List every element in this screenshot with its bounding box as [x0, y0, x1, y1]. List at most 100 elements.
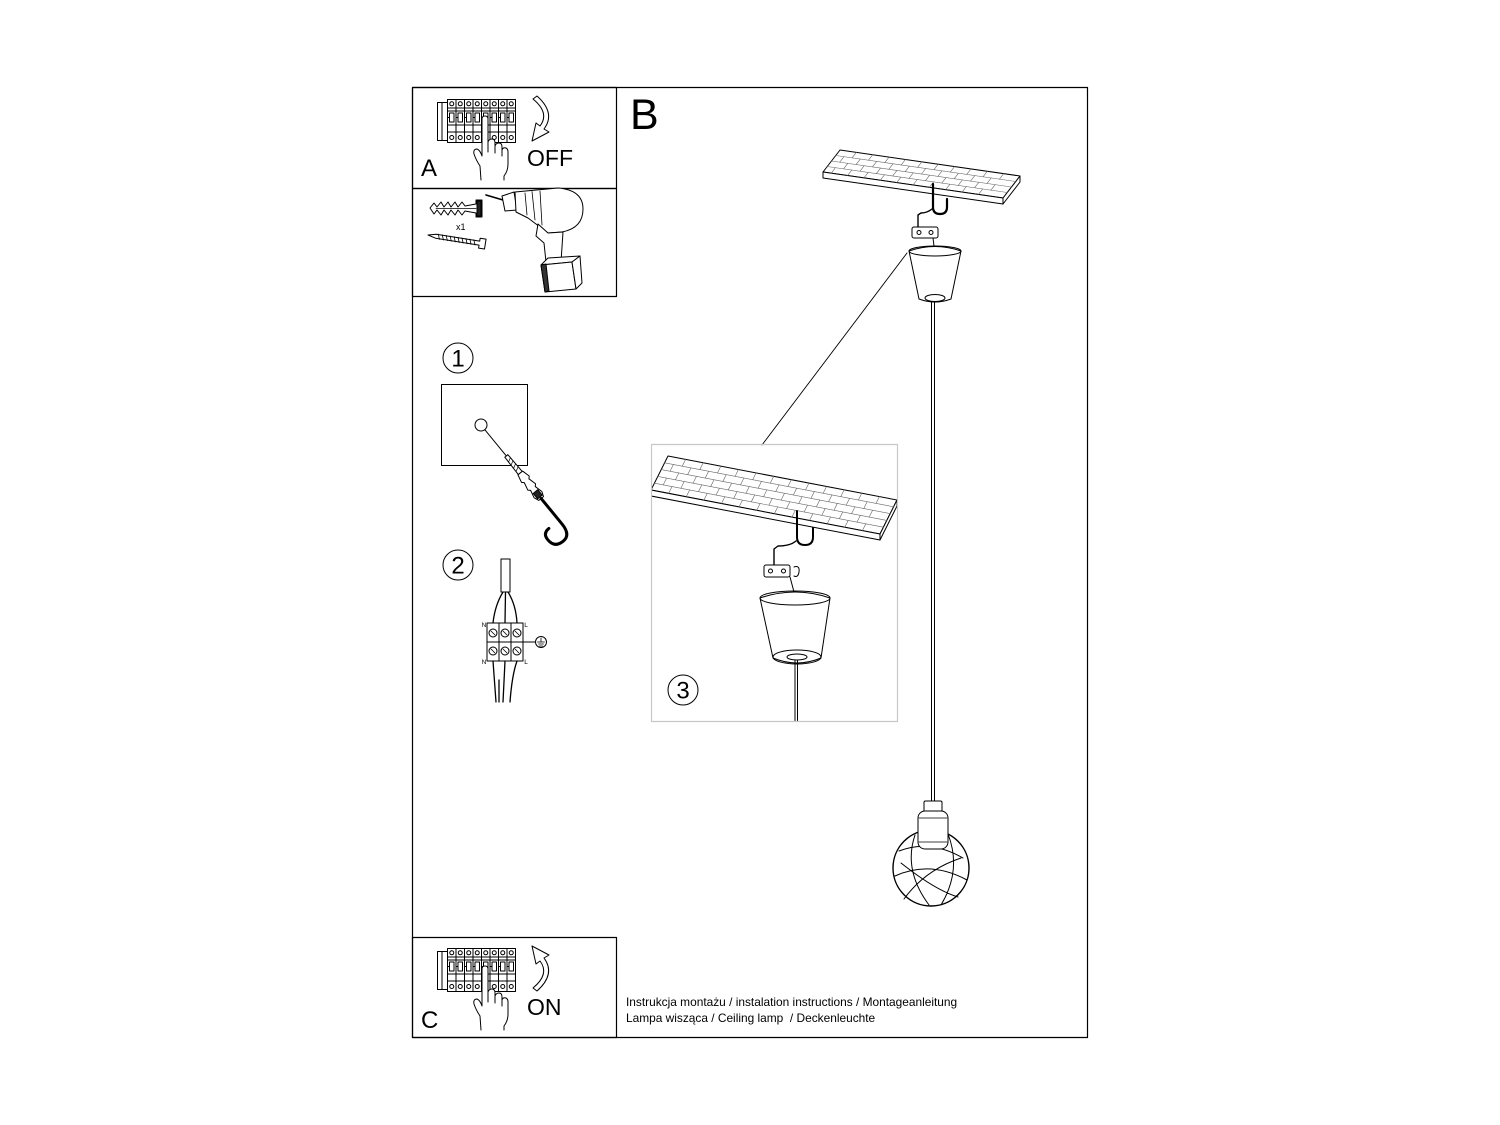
terminal-label-top-left: N: [482, 622, 487, 629]
brick-joint-line: [990, 184, 996, 191]
ground-symbol-icon: [522, 636, 547, 648]
brick-joint-line: [839, 156, 845, 163]
drill-bit: [485, 194, 504, 201]
inset-frame: [650, 443, 899, 723]
terminal-screw: [488, 628, 498, 638]
brick-joint-line: [904, 165, 910, 172]
brick-joint-line: [999, 173, 1004, 180]
brick-joint-line: [937, 170, 943, 177]
terminal-screw-slots: [490, 630, 520, 654]
brick-joint-line: [868, 154, 874, 161]
brick-joint-line: [868, 509, 873, 518]
brick-joint-line: [884, 156, 890, 163]
cable-clamp: [911, 226, 939, 239]
ceiling-plate-detail: [652, 455, 897, 541]
brick-joint-line: [752, 472, 757, 481]
terminal-screw: [500, 646, 510, 656]
ceiling-canopy-icon: [759, 590, 831, 665]
ceiling-canopy-icon: [908, 245, 962, 303]
curved-arrow-down-icon: [531, 95, 550, 142]
ceiling-plate-side: [879, 499, 897, 541]
brick-joint-line: [740, 477, 745, 486]
brick-joint-line: [844, 520, 849, 528]
brick-joint-line: [763, 489, 768, 498]
mounting-guide-line: [484, 429, 507, 457]
brick-joint-line: [750, 494, 755, 503]
brick-joint-line: [822, 486, 827, 494]
lamp-wires: [492, 660, 518, 703]
brick-joint-line: [699, 462, 704, 470]
terminal-screw: [488, 646, 498, 656]
brick-joint-line: [851, 506, 856, 514]
curved-arrow-up-icon: [531, 945, 550, 992]
brick-joint-line: [668, 486, 673, 494]
brick-joint-line: [768, 498, 773, 506]
main-pendant-illustration: [761, 149, 1021, 907]
brick-joint-line: [791, 509, 796, 518]
brick-joint-line: [698, 484, 703, 492]
section-c-label: C: [421, 1007, 439, 1034]
brick-joint-line: [892, 170, 898, 177]
brick-joint-line: [774, 506, 779, 514]
brick-joint-line: [949, 166, 955, 173]
brick-joint-line: [862, 523, 867, 531]
brick-joint-line: [798, 496, 803, 504]
brick-joint-line: [875, 496, 880, 504]
brick-joint-line: [953, 172, 959, 180]
brick-joint-line: [662, 477, 667, 486]
wall-plug-collar: [532, 489, 543, 500]
anchor-quantity: x1: [456, 222, 466, 232]
socket-rings: [918, 817, 948, 843]
supply-wires: [492, 591, 518, 624]
ceiling-plate-main: [822, 149, 1021, 205]
brick-joint-line: [900, 159, 906, 166]
canopy-top-rim: [759, 590, 831, 606]
breaker-panel-icon: [437, 948, 516, 992]
section-a-label: A: [421, 155, 438, 182]
brick-joint-line: [680, 481, 685, 489]
terminal-screw: [512, 646, 522, 656]
ceiling-plate-brick-pattern: [654, 459, 894, 531]
brick-joint-line: [859, 165, 865, 172]
brick-joint-line: [912, 179, 918, 186]
terminal-label-top-right: L: [524, 622, 528, 629]
pendant-cable: [931, 301, 935, 804]
power-off-label: OFF: [527, 145, 573, 171]
brick-joint-line: [828, 494, 833, 503]
breaker-panel-icon: [437, 99, 516, 143]
ceiling-hook-icon: [796, 510, 814, 546]
step-3-number: 3: [676, 678, 689, 705]
clamp-screw: [916, 230, 922, 235]
brick-joint-line: [855, 158, 861, 165]
step-2-badge: [442, 549, 474, 581]
canopy-cord: [932, 237, 935, 247]
brick-joint-line: [687, 467, 692, 475]
lamp-socket-icon: [917, 800, 949, 850]
box-c-frame: [411, 936, 618, 1039]
brick-joint-line: [908, 172, 914, 179]
brick-joint-line: [921, 168, 927, 175]
brick-joint-line: [787, 479, 792, 487]
screw-thread: [437, 233, 476, 246]
brick-joint-line: [826, 516, 831, 525]
ceiling-hook-icon: [539, 497, 569, 546]
box-tools-artwork: x1: [427, 187, 584, 293]
brick-joint-line: [856, 515, 861, 523]
brick-joint-line: [843, 163, 849, 170]
brick-joint-line: [851, 152, 857, 159]
brick-joint-line: [957, 179, 963, 186]
brick-joint-line: [803, 504, 808, 513]
brick-joint-line: [879, 174, 885, 181]
brick-joint-line: [917, 161, 923, 168]
detail-leader-line: [761, 252, 908, 446]
brick-joint-line: [775, 484, 780, 492]
drill-body-rings: [524, 190, 543, 226]
ceiling-surface: [441, 384, 528, 466]
brick-joint-line: [839, 511, 844, 520]
socket-neck: [923, 800, 943, 813]
brick-joint-line: [941, 177, 947, 184]
brick-joint-line: [863, 172, 869, 179]
ceiling-hook-icon: [931, 182, 949, 216]
step-2-number: 2: [451, 553, 464, 580]
